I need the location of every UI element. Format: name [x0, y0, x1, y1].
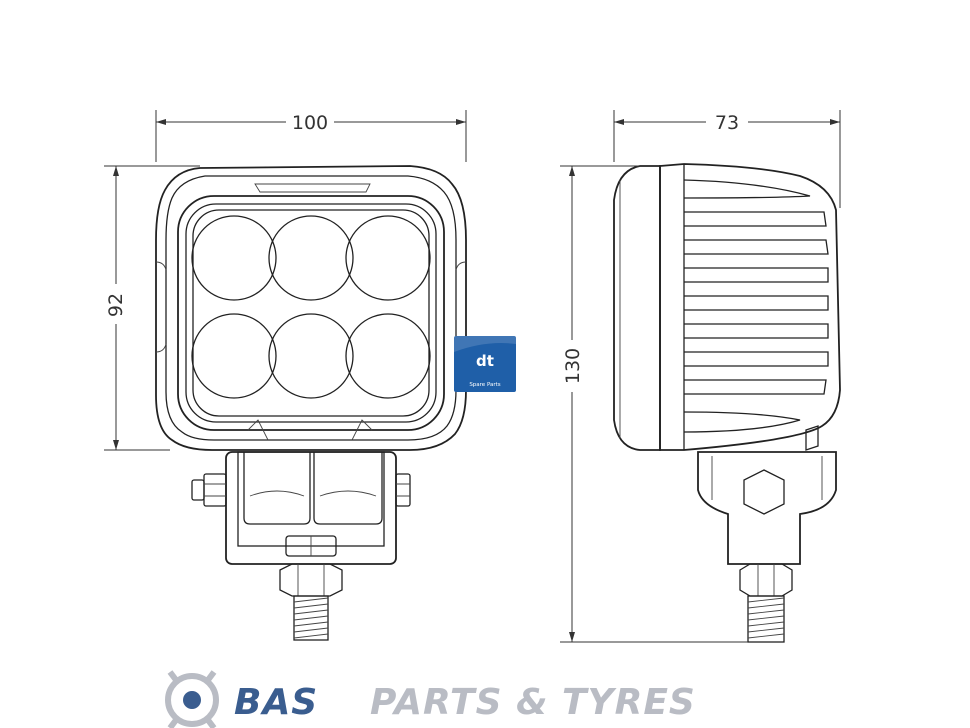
cooling-fins: [683, 179, 829, 433]
gear-logo-icon: [165, 670, 219, 728]
front-view: [155, 165, 467, 641]
brand-secondary: PARTS & TYRES: [370, 682, 696, 723]
badge-mark: dt: [476, 352, 494, 370]
dimension-side-depth: 73: [613, 110, 841, 208]
badge-caption: Spare Parts: [469, 382, 500, 388]
brand-primary: BAS: [234, 682, 318, 723]
front-mount-bracket: [191, 451, 411, 641]
dimension-front-width: 100: [155, 110, 467, 162]
dim-side-height-label: 130: [562, 348, 584, 384]
dt-spare-parts-badge: dt Spare Parts: [454, 336, 516, 392]
bas-logo: BAS PARTS & TYRES: [165, 670, 696, 728]
led-reflectors: [191, 215, 431, 399]
side-mount-bracket: [697, 451, 837, 643]
dim-width-label: 100: [292, 112, 328, 134]
dimension-side-height: 130: [560, 165, 748, 643]
dim-depth-label: 73: [715, 112, 739, 134]
dim-height-label: 92: [105, 293, 127, 317]
side-view: [613, 163, 841, 643]
dimension-front-height: 92: [104, 165, 200, 451]
